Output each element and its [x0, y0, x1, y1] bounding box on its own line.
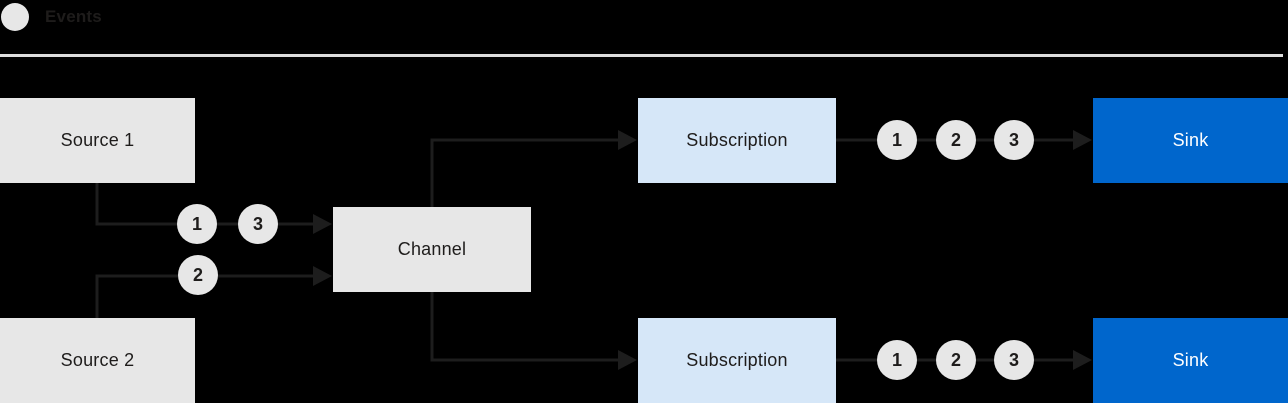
node-subscription-bottom-label: Subscription	[686, 350, 788, 370]
node-subscription-bottom: Subscription	[638, 318, 836, 403]
node-sink-top-label: Sink	[1172, 130, 1209, 150]
connector-source2-to-channel	[95, 266, 332, 318]
event-circle: 2	[936, 120, 976, 160]
event-circle: 2	[178, 255, 218, 295]
node-subscription-top-label: Subscription	[686, 130, 788, 150]
event-circle: 2	[936, 340, 976, 380]
event-circle: 3	[994, 340, 1034, 380]
event-circle: 1	[177, 204, 217, 244]
legend-label: Events	[45, 7, 102, 26]
node-source-2-label: Source 2	[60, 350, 135, 370]
node-source-2: Source 2	[0, 318, 195, 403]
node-sink-bottom: Sink	[1093, 318, 1288, 403]
node-source-1: Source 1	[0, 98, 195, 183]
node-subscription-top: Subscription	[638, 98, 836, 183]
node-channel-label: Channel	[397, 239, 467, 259]
connector-channel-to-subscription-bottom	[430, 292, 637, 370]
event-circle: 1	[877, 120, 917, 160]
legend-divider	[0, 54, 1283, 57]
event-circle: 1	[877, 340, 917, 380]
event-dot-icon	[1, 3, 29, 31]
node-sink-bottom-label: Sink	[1172, 350, 1209, 370]
legend: Events	[1, 2, 102, 32]
event-circle: 3	[238, 204, 278, 244]
node-source-1-label: Source 1	[60, 130, 135, 150]
node-sink-top: Sink	[1093, 98, 1288, 183]
connector-channel-to-subscription-top	[430, 130, 637, 207]
node-channel: Channel	[333, 207, 531, 292]
event-circle: 3	[994, 120, 1034, 160]
